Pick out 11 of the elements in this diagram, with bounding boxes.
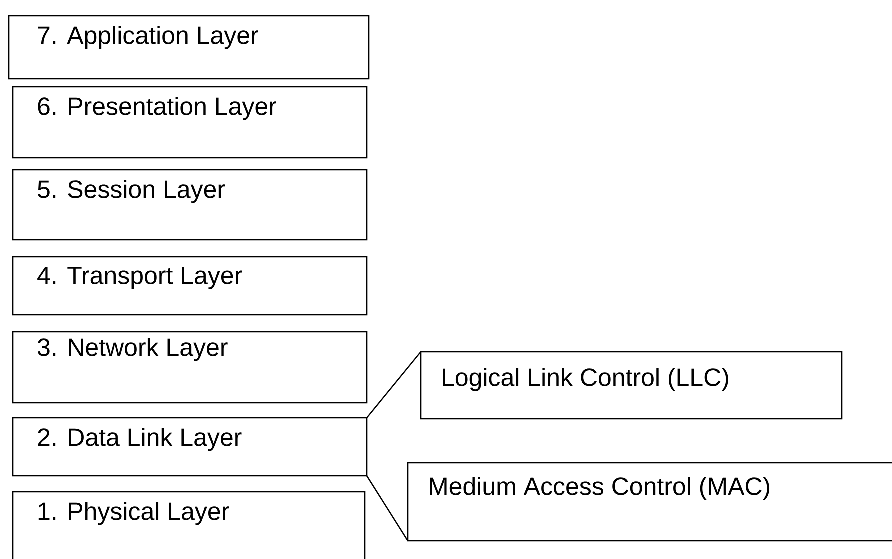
layer-box: 3. Network Layer [12, 331, 368, 404]
layer-box: 6. Presentation Layer [12, 86, 368, 159]
connector-line [366, 352, 422, 418]
layer-box: 4. Transport Layer [12, 256, 368, 316]
layer-box: 1. Physical Layer [12, 491, 366, 559]
layer-box: Medium Access Control (MAC) [407, 462, 892, 542]
layer-box: Logical Link Control (LLC) [420, 351, 843, 420]
connector-line [366, 476, 409, 542]
layer-box: 2. Data Link Layer [12, 417, 368, 477]
layer-box: 7. Application Layer [8, 15, 370, 80]
layer-box: 5. Session Layer [12, 169, 368, 241]
